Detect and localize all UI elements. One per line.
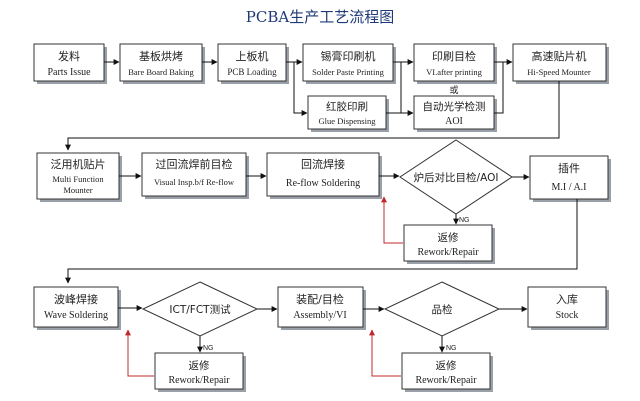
node-label-en: Hi-Speed Mounter <box>527 67 591 77</box>
node-label-en: Visual Insp.b/f Re-flow <box>154 177 235 187</box>
node-rework-2: 返修 Rework/Repair <box>154 352 246 392</box>
node-label-en: Stock <box>556 310 579 321</box>
node-label-en: Re-flow Soldering <box>286 178 360 189</box>
node-label-en: Wave Soldering <box>44 310 108 321</box>
decision-ict-fct-test: ICT/FCT测试 <box>141 281 259 337</box>
decision-label: 炉后对比目检/AOI <box>414 171 499 184</box>
node-rework-1: 返修 Rework/Repair <box>403 224 495 264</box>
node-pcb-loading: 上板机 PCB Loading <box>217 43 289 84</box>
node-label-en: VI.after printing <box>426 67 482 77</box>
node-wave-soldering: 波峰焊接 Wave Soldering <box>33 286 121 330</box>
node-glue-dispensing: 红胶印刷 Glue Dispensing <box>307 95 389 132</box>
node-reflow-soldering: 回流焊接 Re-flow Soldering <box>266 152 382 199</box>
node-label-zh: 锡膏印刷机 <box>321 49 376 63</box>
node-label-zh: 上板机 <box>236 49 269 63</box>
node-vi-after-printing: 印刷目检 VI.after printing <box>413 43 497 84</box>
decision-label: 品检 <box>432 303 453 316</box>
node-label-en: Bare Board Baking <box>128 67 194 77</box>
node-label-en: Rework/Repair <box>415 375 477 386</box>
node-label-zh: 波峰焊接 <box>54 292 98 306</box>
node-label-zh: 发料 <box>58 49 80 63</box>
row3-connectors <box>118 305 528 377</box>
ng-label: NG <box>459 217 470 224</box>
row1-connectors <box>104 59 513 116</box>
node-label-en: Glue Dispensing <box>319 116 377 126</box>
node-aoi: 自动光学检测 AOI <box>413 95 497 132</box>
node-label-zh: 装配/目检 <box>296 292 344 306</box>
node-label-zh: 基板烘烤 <box>139 49 183 63</box>
decision-quality-check: 品检 <box>383 281 501 337</box>
node-rework-3: 返修 Rework/Repair <box>401 352 493 392</box>
node-label-en: Rework/Repair <box>417 247 479 258</box>
node-label-en: Mounter <box>63 185 92 195</box>
node-insertion: 插件 M.I / A.I <box>529 155 611 202</box>
node-label-zh: 泛用机贴片 <box>51 157 106 171</box>
node-multi-function-mounter: 泛用机贴片 Multi Function Mounter <box>36 152 122 202</box>
connector-row1-row2 <box>65 81 560 151</box>
row2-connectors <box>119 173 530 244</box>
node-parts-issue: 发料 Parts Issue <box>33 43 107 84</box>
node-label-zh: 插件 <box>558 161 580 175</box>
node-label-zh: 自动光学检测 <box>423 100 486 113</box>
ng-label: NG <box>446 345 457 352</box>
node-label-zh: 入库 <box>556 293 578 306</box>
connector-row2-row3 <box>65 199 578 284</box>
node-label-zh: 高速贴片机 <box>532 49 587 63</box>
node-label-zh: 过回流焊前目检 <box>156 157 233 171</box>
node-label-en: Parts Issue <box>47 67 91 78</box>
node-label-en: M.I / A.I <box>552 182 587 193</box>
node-visual-insp-before-reflow: 过回流焊前目检 Visual Insp.b/f Re-flow <box>141 152 249 199</box>
node-label-zh: 返修 <box>436 359 457 372</box>
node-bare-board-baking: 基板烘烤 Bare Board Baking <box>119 43 205 84</box>
node-label-en: AOI <box>445 116 463 127</box>
node-label-zh: 印刷目检 <box>432 49 476 63</box>
or-label: 或 <box>449 84 458 96</box>
node-assembly-vi: 装配/目检 Assembly/VI <box>277 286 366 330</box>
node-stock: 入库 Stock <box>527 286 609 330</box>
node-label-zh: 返修 <box>189 359 210 372</box>
diagram-title: PCBA生产工艺流程图 <box>246 8 394 26</box>
node-hi-speed-mounter: 高速贴片机 Hi-Speed Mounter <box>512 43 609 84</box>
node-solder-paste-printing: 锡膏印刷机 Solder Paste Printing <box>302 43 396 84</box>
node-label-zh: 红胶印刷 <box>326 100 368 113</box>
ng-label: NG <box>203 345 214 352</box>
decision-label: ICT/FCT测试 <box>169 303 231 316</box>
node-label-zh: 回流焊接 <box>301 157 345 171</box>
node-label-en: Multi Function <box>52 174 104 184</box>
decision-post-reflow-check: 炉后对比目检/AOI <box>399 139 513 215</box>
node-label-en: PCB Loading <box>227 67 277 77</box>
node-label-en: Solder Paste Printing <box>312 67 385 77</box>
node-label-zh: 返修 <box>438 231 459 244</box>
node-label-en: Rework/Repair <box>168 375 230 386</box>
node-label-en: Assembly/VI <box>293 310 346 321</box>
